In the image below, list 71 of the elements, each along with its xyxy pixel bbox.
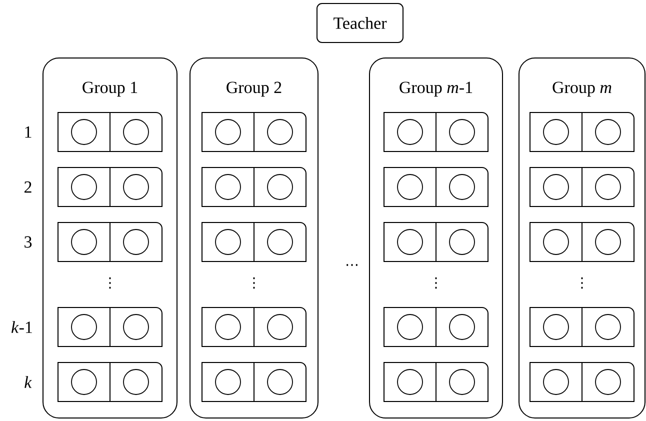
seat-circle [595, 119, 621, 145]
seat-circle [449, 229, 475, 255]
seat-circle [595, 229, 621, 255]
row-number: k [24, 376, 32, 388]
seat-circle [267, 314, 293, 340]
seat-circle [449, 369, 475, 395]
vertical-ellipsis: ⋮ [581, 277, 583, 289]
seat-circle [595, 314, 621, 340]
seat-row-box [202, 112, 306, 152]
seat-circle [71, 369, 97, 395]
seat-circle [215, 174, 241, 200]
seat-circle [123, 174, 149, 200]
seat-row-box [530, 307, 634, 347]
seat-circle [123, 119, 149, 145]
seat-circle [449, 314, 475, 340]
seat-row-box [384, 112, 488, 152]
teacher-box: Teacher [316, 3, 404, 43]
seat-row-box [58, 307, 162, 347]
seat-row-box [384, 167, 488, 207]
row-number: 1 [25, 126, 32, 138]
seat-circle [267, 369, 293, 395]
row-number: 3 [24, 236, 32, 248]
seat-circle [267, 229, 293, 255]
seat-circle [123, 229, 149, 255]
seat-circle [215, 369, 241, 395]
seat-circle [449, 174, 475, 200]
row-number: k-1 [12, 321, 32, 333]
seat-circle [123, 369, 149, 395]
seat-circle [267, 174, 293, 200]
vertical-ellipsis: ⋮ [253, 277, 255, 289]
seat-circle [397, 369, 423, 395]
seat-circle [543, 174, 569, 200]
seat-row-box [384, 307, 488, 347]
seat-circle [123, 314, 149, 340]
seat-circle [71, 119, 97, 145]
seat-circle [215, 314, 241, 340]
seat-row-box [530, 222, 634, 262]
row-number: 2 [24, 181, 32, 193]
seat-row-box [384, 362, 488, 402]
seat-circle [543, 314, 569, 340]
seat-circle [71, 229, 97, 255]
seat-row-box [58, 112, 162, 152]
vertical-ellipsis: ⋮ [435, 277, 437, 289]
seat-circle [397, 119, 423, 145]
seat-circle [71, 174, 97, 200]
seat-circle [397, 314, 423, 340]
seat-row-box [530, 112, 634, 152]
seat-row-box [202, 222, 306, 262]
seat-circle [543, 229, 569, 255]
seat-circle [71, 314, 97, 340]
seat-row-box [58, 222, 162, 262]
seat-row-box [530, 362, 634, 402]
seat-row-box [384, 222, 488, 262]
seat-row-box [530, 167, 634, 207]
seat-circle [543, 119, 569, 145]
vertical-ellipsis: ⋮ [109, 277, 111, 289]
seat-circle [397, 229, 423, 255]
seat-circle [595, 174, 621, 200]
seat-circle [215, 229, 241, 255]
seat-circle [215, 119, 241, 145]
seat-circle [543, 369, 569, 395]
seat-circle [449, 119, 475, 145]
seat-circle [267, 119, 293, 145]
seat-row-box [58, 167, 162, 207]
seat-row-box [202, 167, 306, 207]
seat-row-box [58, 362, 162, 402]
seat-circle [595, 369, 621, 395]
seat-row-box [202, 362, 306, 402]
ellipsis: … [346, 264, 358, 266]
seat-circle [397, 174, 423, 200]
seat-row-box [202, 307, 306, 347]
